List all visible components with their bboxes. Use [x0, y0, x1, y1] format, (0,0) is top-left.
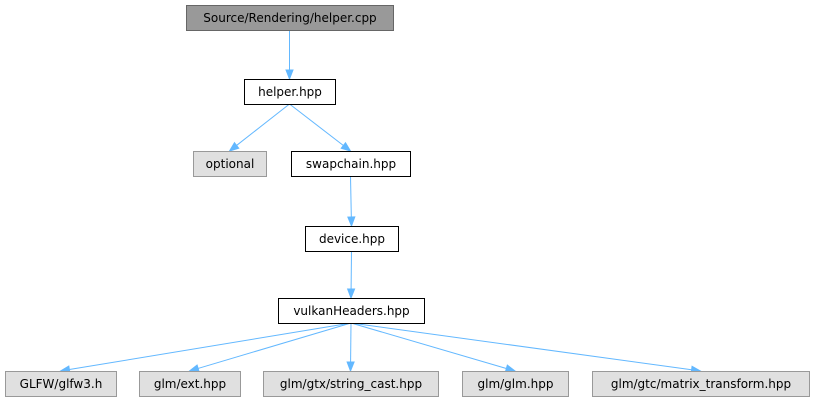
edge-arrowhead: [228, 141, 240, 152]
edge-line: [236, 103, 290, 146]
edge-vulkanHeaders_hpp-to-glm_ext_hpp: [188, 322, 352, 373]
edge-line: [289, 103, 344, 146]
edge-line: [197, 322, 352, 369]
edge-helper_hpp-to-swapchain_hpp: [289, 103, 352, 152]
node-matrix-transform-hpp: glm/gtc/matrix_transform.hpp: [592, 371, 810, 397]
node-label: glm/ext.hpp: [154, 377, 226, 391]
edge-device_hpp-to-vulkanHeaders_hpp: [346, 250, 356, 300]
edge-line: [350, 322, 507, 369]
node-box: [263, 371, 439, 397]
node-glfw3-h: GLFW/glfw3.h: [5, 371, 117, 397]
node-label: glm/gtc/matrix_transform.hpp: [611, 377, 791, 391]
node-label: helper.hpp: [258, 85, 322, 99]
node-label: glm/gtx/string_cast.hpp: [280, 377, 422, 391]
edge-helper_hpp-to-optional: [228, 103, 290, 152]
edge-arrowhead: [188, 364, 200, 373]
node-label: vulkanHeaders.hpp: [293, 304, 409, 318]
edge-swapchain_hpp-to-device_hpp: [347, 175, 356, 228]
node-glm-glm-hpp: glm/glm.hpp: [462, 371, 569, 397]
node-helper-cpp[interactable]: Source/Rendering/helper.cpp: [186, 5, 394, 31]
node-label: optional: [206, 157, 255, 171]
edge-vulkanHeaders_hpp-to-string_cast_hpp: [346, 322, 355, 373]
node-helper-hpp[interactable]: helper.hpp: [244, 79, 336, 105]
node-box: [5, 371, 117, 397]
edge-arrowhead: [504, 364, 517, 373]
edge-vulkanHeaders_hpp-to-glfw3_h: [59, 322, 352, 374]
nodes-layer: Source/Rendering/helper.cpp helper.hpp opt…: [5, 5, 810, 397]
node-box: [139, 371, 241, 397]
edge-line: [350, 175, 352, 218]
edge-line: [350, 322, 692, 371]
node-box: [193, 151, 267, 177]
edges-layer: [59, 30, 702, 374]
node-label: GLFW/glfw3.h: [20, 377, 103, 391]
edge-arrowhead: [340, 141, 352, 152]
node-box: [186, 5, 394, 31]
node-string-cast-hpp: glm/gtx/string_cast.hpp: [263, 371, 439, 397]
node-glm-ext-hpp: glm/ext.hpp: [139, 371, 241, 397]
edge-vulkanHeaders_hpp-to-glm_glm_hpp: [350, 322, 517, 373]
node-box: [305, 226, 399, 252]
edge-arrowhead: [285, 69, 294, 81]
edge-arrowhead: [347, 216, 356, 228]
edge-line: [69, 322, 352, 371]
node-swapchain-hpp[interactable]: swapchain.hpp: [291, 151, 411, 177]
node-box: [278, 298, 425, 324]
node-box: [244, 79, 336, 105]
node-box: [592, 371, 810, 397]
node-box: [291, 151, 411, 177]
node-label: glm/glm.hpp: [478, 377, 554, 391]
edge-vulkanHeaders_hpp-to-matrix_transform_hpp: [350, 322, 702, 374]
node-label: Source/Rendering/helper.cpp: [203, 11, 376, 25]
edge-arrowhead: [346, 361, 355, 373]
node-label: swapchain.hpp: [306, 157, 396, 171]
node-device-hpp[interactable]: device.hpp: [305, 226, 399, 252]
node-box: [462, 371, 569, 397]
node-label: device.hpp: [319, 232, 385, 246]
edge-helper_cpp-to-helper_hpp: [285, 30, 294, 81]
edge-arrowhead: [346, 288, 356, 300]
node-vulkanHeaders-hpp[interactable]: vulkanHeaders.hpp: [278, 298, 425, 324]
node-optional: optional: [193, 151, 267, 177]
